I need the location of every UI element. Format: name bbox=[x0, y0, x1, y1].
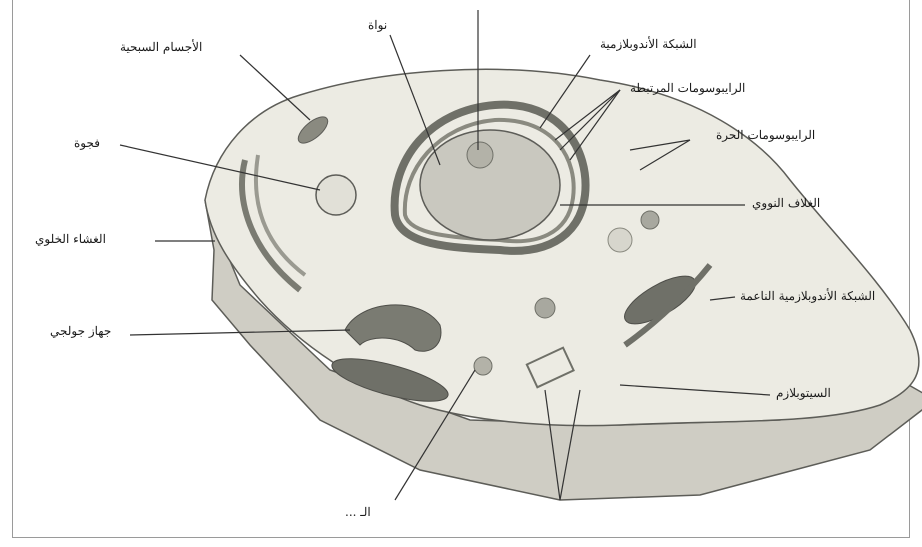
label-smooth-er: الشبكة الأندوبلازمية الناعمة bbox=[740, 289, 875, 303]
vesicle bbox=[474, 357, 492, 375]
label-cytoplasm: السيتوبلازم bbox=[776, 386, 831, 400]
label-nuclear-envelope: الغلاف النووي bbox=[752, 196, 820, 210]
label-bottom-left: الـ ... bbox=[345, 505, 371, 519]
label-vacuole: فجوة bbox=[74, 136, 100, 150]
label-cell-membrane: الغشاء الخلوي bbox=[35, 232, 106, 246]
nucleolus bbox=[467, 142, 493, 168]
vacuole bbox=[316, 175, 356, 215]
label-nucleus: نواة bbox=[368, 18, 387, 32]
label-rough-er: الشبكة الأندوبلازمية bbox=[600, 37, 697, 51]
label-golgi: جهاز جولجي bbox=[50, 324, 111, 338]
label-bound-ribosomes: الرايبوسومات المرتبطة bbox=[630, 81, 745, 95]
label-mitochondria: الأجسام السبحية bbox=[120, 40, 202, 54]
label-free-ribosomes: الرايبوسومات الحرة bbox=[716, 128, 815, 142]
